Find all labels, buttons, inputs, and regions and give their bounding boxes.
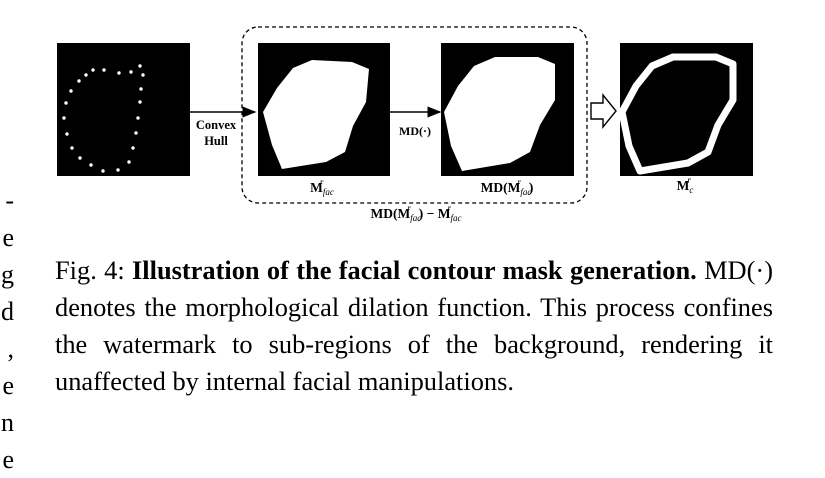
- landmark-dot: [78, 156, 82, 160]
- figure-number: Fig. 4:: [55, 255, 125, 285]
- face-mask-panel: [258, 43, 390, 176]
- dilated-mask-label: MD(Mfacr): [481, 177, 534, 197]
- landmark-dot: [91, 68, 95, 72]
- landmark-dot: [65, 132, 69, 136]
- edge-fragment: n: [1, 408, 14, 437]
- landmark-dot: [89, 163, 93, 167]
- convex-hull-label-line2: Hull: [204, 134, 228, 148]
- dilation-label: MD(·): [399, 124, 431, 138]
- edge-fragment: ,: [7, 334, 15, 363]
- landmark-dot: [69, 89, 73, 93]
- landmark-dot: [131, 146, 135, 150]
- dilation-difference-label: MD(Mfacr) − Mfacr: [371, 203, 462, 223]
- landmark-dot: [62, 116, 66, 120]
- edge-fragment: e: [2, 371, 14, 400]
- landmark-dot: [136, 116, 140, 120]
- face-mask-label: Mfacr: [310, 177, 334, 197]
- landmark-dot: [141, 73, 145, 77]
- landmark-dot: [117, 71, 121, 75]
- landmark-dot: [139, 87, 143, 91]
- contour-mask-panel: [618, 43, 753, 176]
- landmark-dot: [77, 79, 81, 83]
- edge-fragment: e: [2, 223, 14, 252]
- landmark-dot: [138, 64, 142, 68]
- landmark-dot: [84, 73, 88, 77]
- landmark-dot: [134, 131, 138, 135]
- edge-fragment: d: [1, 297, 14, 326]
- figure-description: MD(·) denotes the morphological dilation…: [55, 255, 773, 396]
- landmark-points-panel: [57, 43, 190, 176]
- landmark-dot: [116, 168, 120, 172]
- landmark-dot: [64, 101, 68, 105]
- landmark-dot: [127, 160, 131, 164]
- facial-contour-mask-figure: Convex Hull Mfacr MD(·) MD(Mfacr) MD(Mfa…: [57, 26, 753, 223]
- landmark-dot: [129, 70, 133, 74]
- left-column-text-fragments: - e g d , e n e: [0, 182, 14, 478]
- figure-title: Illustration of the facial contour mask …: [132, 255, 697, 285]
- edge-fragment: -: [5, 186, 14, 215]
- convex-hull-label-line1: Convex: [196, 118, 237, 132]
- result-arrow-icon: [590, 93, 617, 129]
- landmark-dot: [101, 169, 105, 173]
- dilation-difference-group-box: [241, 26, 588, 204]
- landmark-dot: [102, 68, 106, 72]
- landmark-dot: [70, 146, 74, 150]
- edge-fragment: g: [1, 260, 14, 289]
- figure-caption: Fig. 4: Illustration of the facial conto…: [55, 252, 773, 400]
- contour-mask-label: Mcr: [677, 175, 694, 195]
- landmark-dot: [138, 100, 142, 104]
- edge-fragment: e: [2, 445, 14, 474]
- dilated-mask-panel: [441, 43, 574, 176]
